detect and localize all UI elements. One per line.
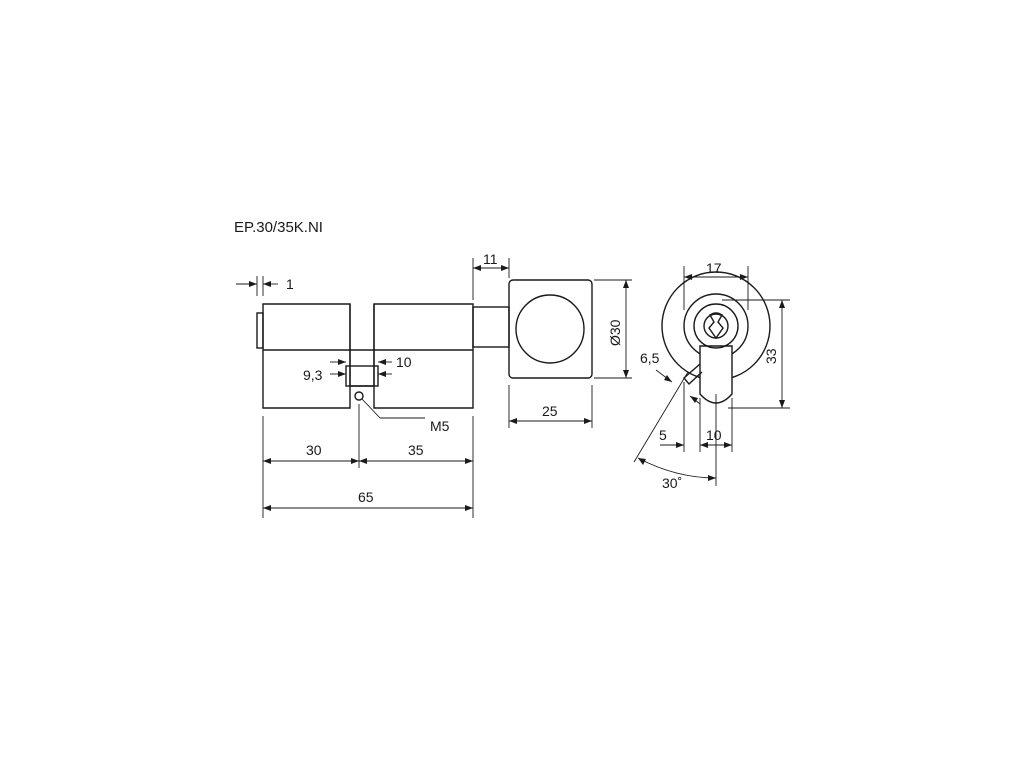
cylinder-nose (256, 312, 264, 349)
dim-5-label: 5 (659, 427, 667, 443)
dim-11-label: 11 (483, 251, 498, 267)
dim-diam30: Ø30 (594, 279, 632, 379)
dim-6-5-label: 6,5 (640, 350, 660, 366)
cylinder-right-body (373, 303, 474, 409)
cylinder-side-view (256, 303, 510, 419)
m5-label: M5 (430, 418, 450, 434)
dim-angle-30-label: 30˚ (662, 475, 682, 491)
dim-1-label: 1 (286, 276, 294, 292)
profile-body (699, 345, 733, 404)
cylinder-profile-view (661, 271, 771, 404)
dim-slot: 9,3 10 (303, 354, 412, 383)
cam-slot (349, 304, 375, 387)
dim-33-label: 33 (763, 348, 779, 364)
keyway (708, 312, 724, 340)
dim-1: 1 (236, 276, 294, 296)
dim-11: 11 (472, 251, 510, 300)
dim-17: 17 (683, 260, 749, 310)
dim-angle-30: 30˚ (633, 371, 717, 491)
dim-10-profile-label: 10 (706, 427, 722, 443)
dim-65-label: 65 (358, 489, 374, 505)
dim-17-label: 17 (706, 260, 722, 276)
knob-square (508, 279, 593, 379)
knob-circle (515, 294, 585, 364)
dim-25-label: 25 (542, 403, 558, 419)
dim-25: 25 (508, 385, 593, 428)
spindle (472, 306, 510, 348)
m5-hole (354, 391, 364, 401)
dim-30-35: 30 35 (262, 404, 474, 518)
dim-6-5: 6,5 (640, 350, 701, 405)
dim-30-label: 30 (306, 442, 322, 458)
cylinder-left-body (262, 303, 351, 409)
cam (683, 363, 703, 386)
dim-10-slot-label: 10 (396, 354, 412, 370)
knob (508, 279, 593, 379)
dim-diam30-label: Ø30 (607, 319, 623, 346)
dim-9-3-label: 9,3 (303, 367, 323, 383)
drawing-title: EP.30/35K.NI (234, 219, 323, 236)
dim-35-label: 35 (408, 442, 424, 458)
dim-65: 65 (263, 489, 473, 511)
dim-33: 33 (722, 299, 790, 409)
